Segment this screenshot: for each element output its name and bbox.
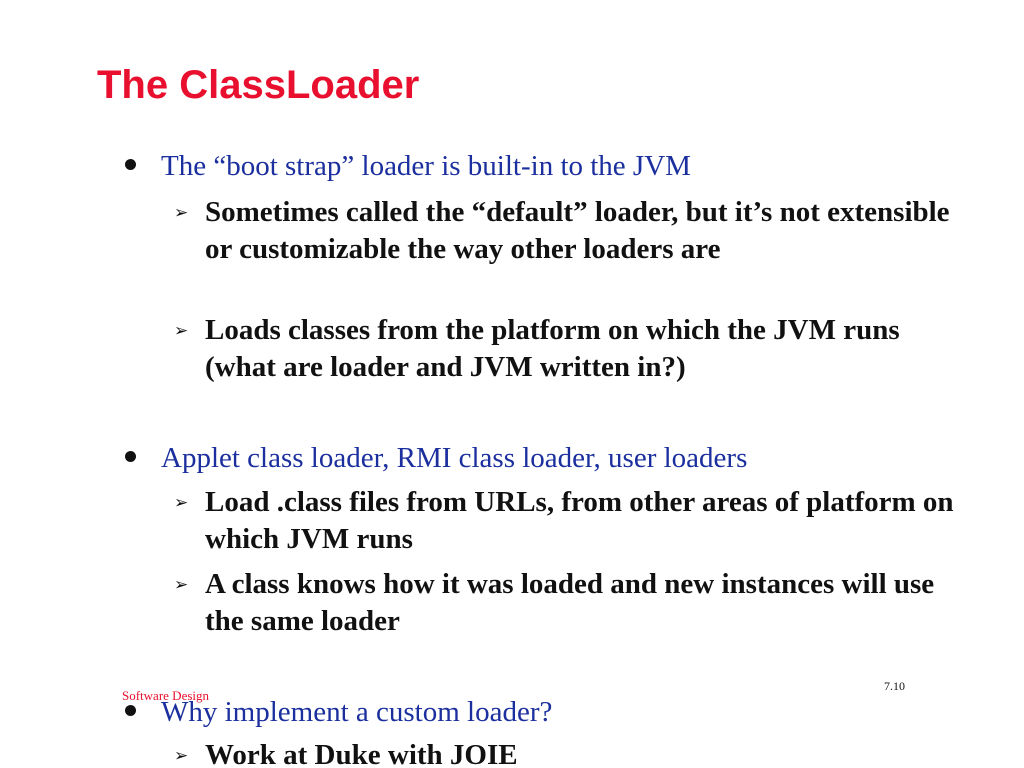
bullet-text: Why implement a custom loader? — [161, 696, 553, 728]
footer-course-name: Software Design — [122, 688, 210, 703]
footer-page-number: 7.10 — [884, 679, 905, 693]
bullet-item: Why implement a custom loader? — [125, 694, 981, 731]
slide-title: The ClassLoader — [97, 63, 420, 107]
sub-bullet-text: Work at Duke with JOIE — [205, 739, 518, 768]
sub-bullet-item: ➢ Load .class files from URLs, from othe… — [174, 484, 965, 558]
sub-bullet-text: Sometimes called the “default” loader, b… — [205, 196, 950, 265]
bullet-item: The “boot strap” loader is built-in to t… — [125, 148, 981, 185]
bullet-dot-icon — [125, 159, 136, 170]
sub-bullet-text: Loads classes from the platform on which… — [205, 314, 900, 383]
arrow-bullet-icon: ➢ — [174, 321, 189, 340]
arrow-bullet-icon: ➢ — [174, 493, 189, 512]
bullet-text: Applet class loader, RMI class loader, u… — [161, 442, 748, 474]
sub-bullet-item: ➢ A class knows how it was loaded and ne… — [174, 566, 965, 640]
sub-bullet-text: Load .class files from URLs, from other … — [205, 486, 954, 555]
bullet-text: The “boot strap” loader is built-in to t… — [161, 150, 691, 182]
bullet-item: Applet class loader, RMI class loader, u… — [125, 440, 981, 477]
bullet-dot-icon — [125, 451, 136, 462]
arrow-bullet-icon: ➢ — [174, 575, 189, 594]
sub-bullet-item: ➢ Work at Duke with JOIE — [174, 737, 965, 768]
sub-bullet-text: A class knows how it was loaded and new … — [205, 568, 935, 637]
arrow-bullet-icon: ➢ — [174, 203, 189, 222]
bullet-dot-icon — [125, 705, 136, 716]
sub-bullet-item: ➢ Loads classes from the platform on whi… — [174, 312, 965, 386]
arrow-bullet-icon: ➢ — [174, 746, 189, 765]
sub-bullet-item: ➢ Sometimes called the “default” loader,… — [174, 194, 965, 268]
